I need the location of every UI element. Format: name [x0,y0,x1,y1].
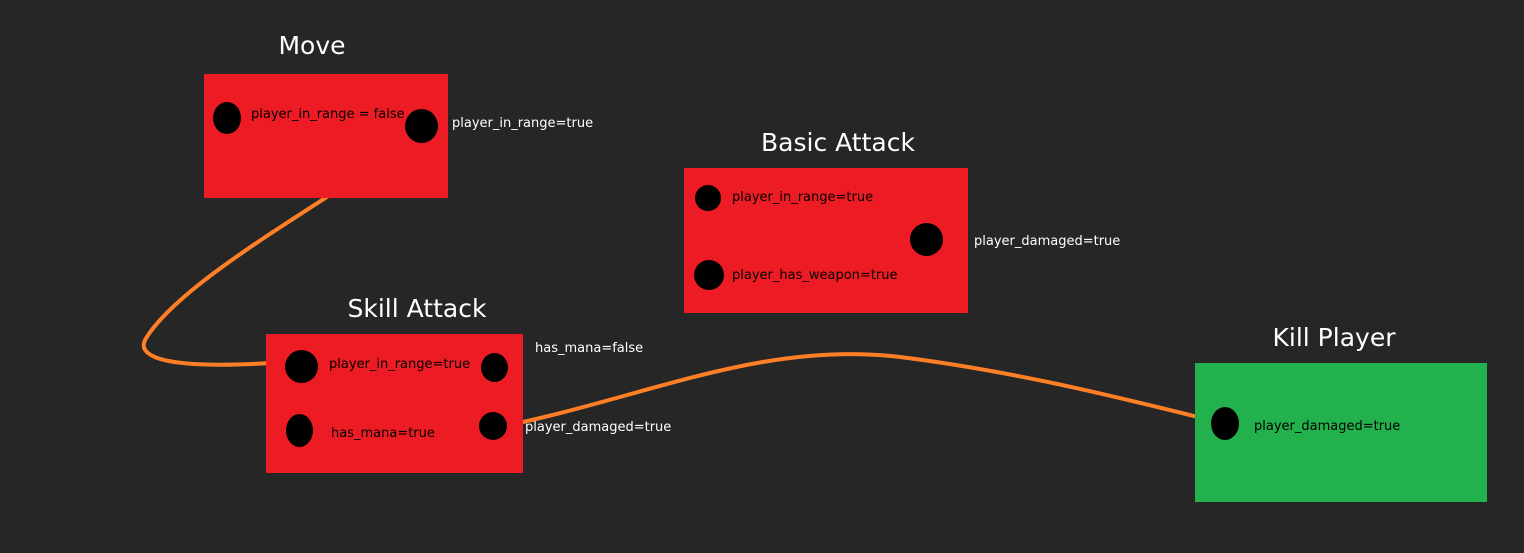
move-input-socket[interactable] [213,102,241,134]
kill-player-node-title: Kill Player [1272,323,1396,352]
skill-attack-input-socket-has-mana[interactable] [286,414,313,447]
basic-attack-input-socket-player-has-weapon[interactable] [694,260,724,290]
basic-attack-node-title: Basic Attack [761,128,915,157]
skill-attack-output-socket-player-damaged[interactable] [479,412,507,440]
move-node-title: Move [278,31,346,60]
skill-attack-input-label-player-in-range: player_in_range=true [329,357,471,372]
kill-player-input-label: player_damaged=true [1254,419,1401,434]
kill-player-input-socket[interactable] [1211,407,1239,440]
connection-skill-attack-to-kill-player [492,352,1228,430]
basic-attack-node[interactable]: player_in_range=true player_has_weapon=t… [684,168,968,313]
move-node[interactable]: player_in_range = false [204,74,448,198]
basic-attack-output-socket[interactable] [910,223,943,256]
skill-attack-node[interactable]: player_in_range=true has_mana=true [266,334,523,473]
basic-attack-input-socket-player-in-range[interactable] [695,185,721,211]
skill-attack-node-title: Skill Attack [347,294,487,323]
basic-attack-input-label-player-has-weapon: player_has_weapon=true [732,268,898,283]
skill-attack-output-socket-has-mana[interactable] [481,353,508,382]
move-output-socket[interactable] [405,109,438,143]
skill-attack-input-socket-player-in-range[interactable] [285,350,318,383]
basic-attack-output-label: player_damaged=true [974,234,1121,249]
skill-attack-input-label-has-mana: has_mana=true [331,426,435,441]
move-output-label: player_in_range=true [452,116,594,131]
move-input-label: player_in_range = false [251,107,405,122]
skill-attack-output-label-has-mana: has_mana=false [535,341,644,356]
kill-player-node[interactable]: player_damaged=true [1195,363,1487,502]
skill-attack-output-label-player-damaged: player_damaged=true [525,420,672,435]
basic-attack-input-label-player-in-range: player_in_range=true [732,190,874,205]
